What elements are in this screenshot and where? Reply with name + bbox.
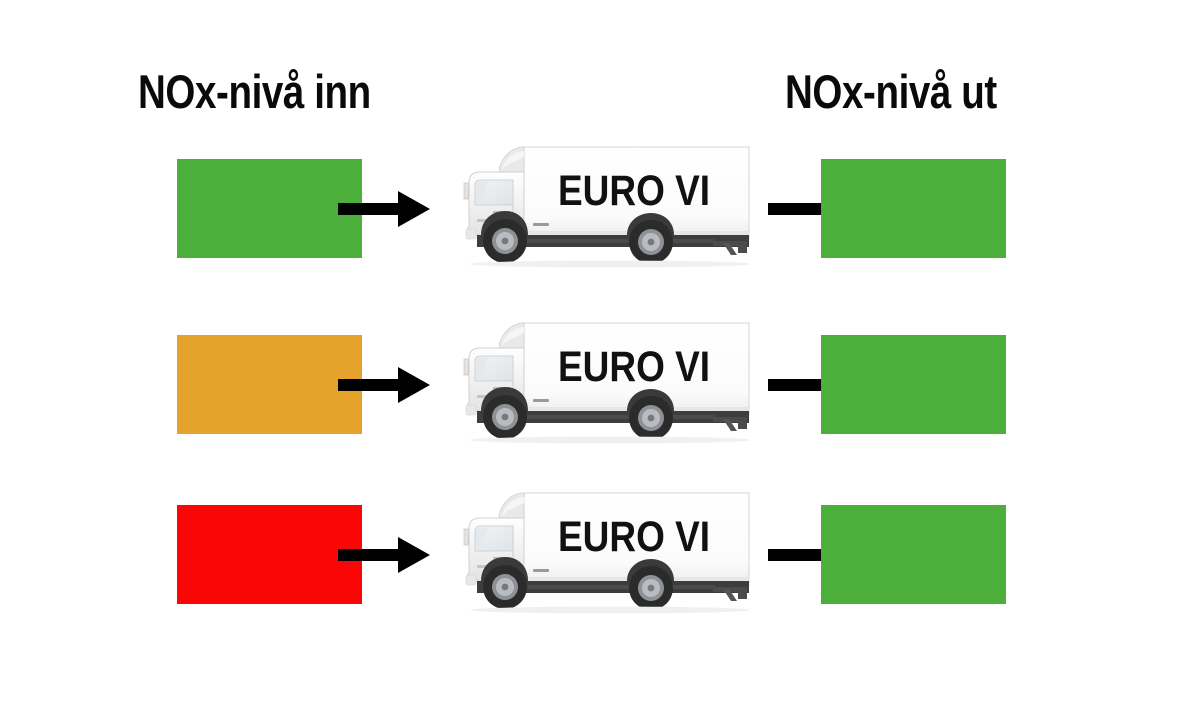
nox-out-level-box-row-2 (821, 335, 1006, 434)
truck-icon-row-3 (455, 489, 760, 617)
nox-out-level-box-row-1 (821, 159, 1006, 258)
truck-icon-row-1 (455, 143, 760, 271)
arrow-right-icon-in-row-2 (338, 365, 430, 405)
page-title-nox-out: NOx-nivå ut (785, 65, 997, 118)
nox-out-level-box-row-3 (821, 505, 1006, 604)
nox-in-level-box-row-2 (177, 335, 362, 434)
truck-label-row-3: EURO VI (558, 513, 711, 561)
nox-in-level-box-row-1 (177, 159, 362, 258)
truck-label-row-2: EURO VI (558, 343, 711, 391)
nox-in-level-box-row-3 (177, 505, 362, 604)
truck-icon-row-2 (455, 319, 760, 447)
arrow-right-icon-in-row-1 (338, 189, 430, 229)
truck-label-row-1: EURO VI (558, 167, 711, 215)
page-title-nox-in: NOx-nivå inn (138, 65, 371, 118)
arrow-right-icon-in-row-3 (338, 535, 430, 575)
